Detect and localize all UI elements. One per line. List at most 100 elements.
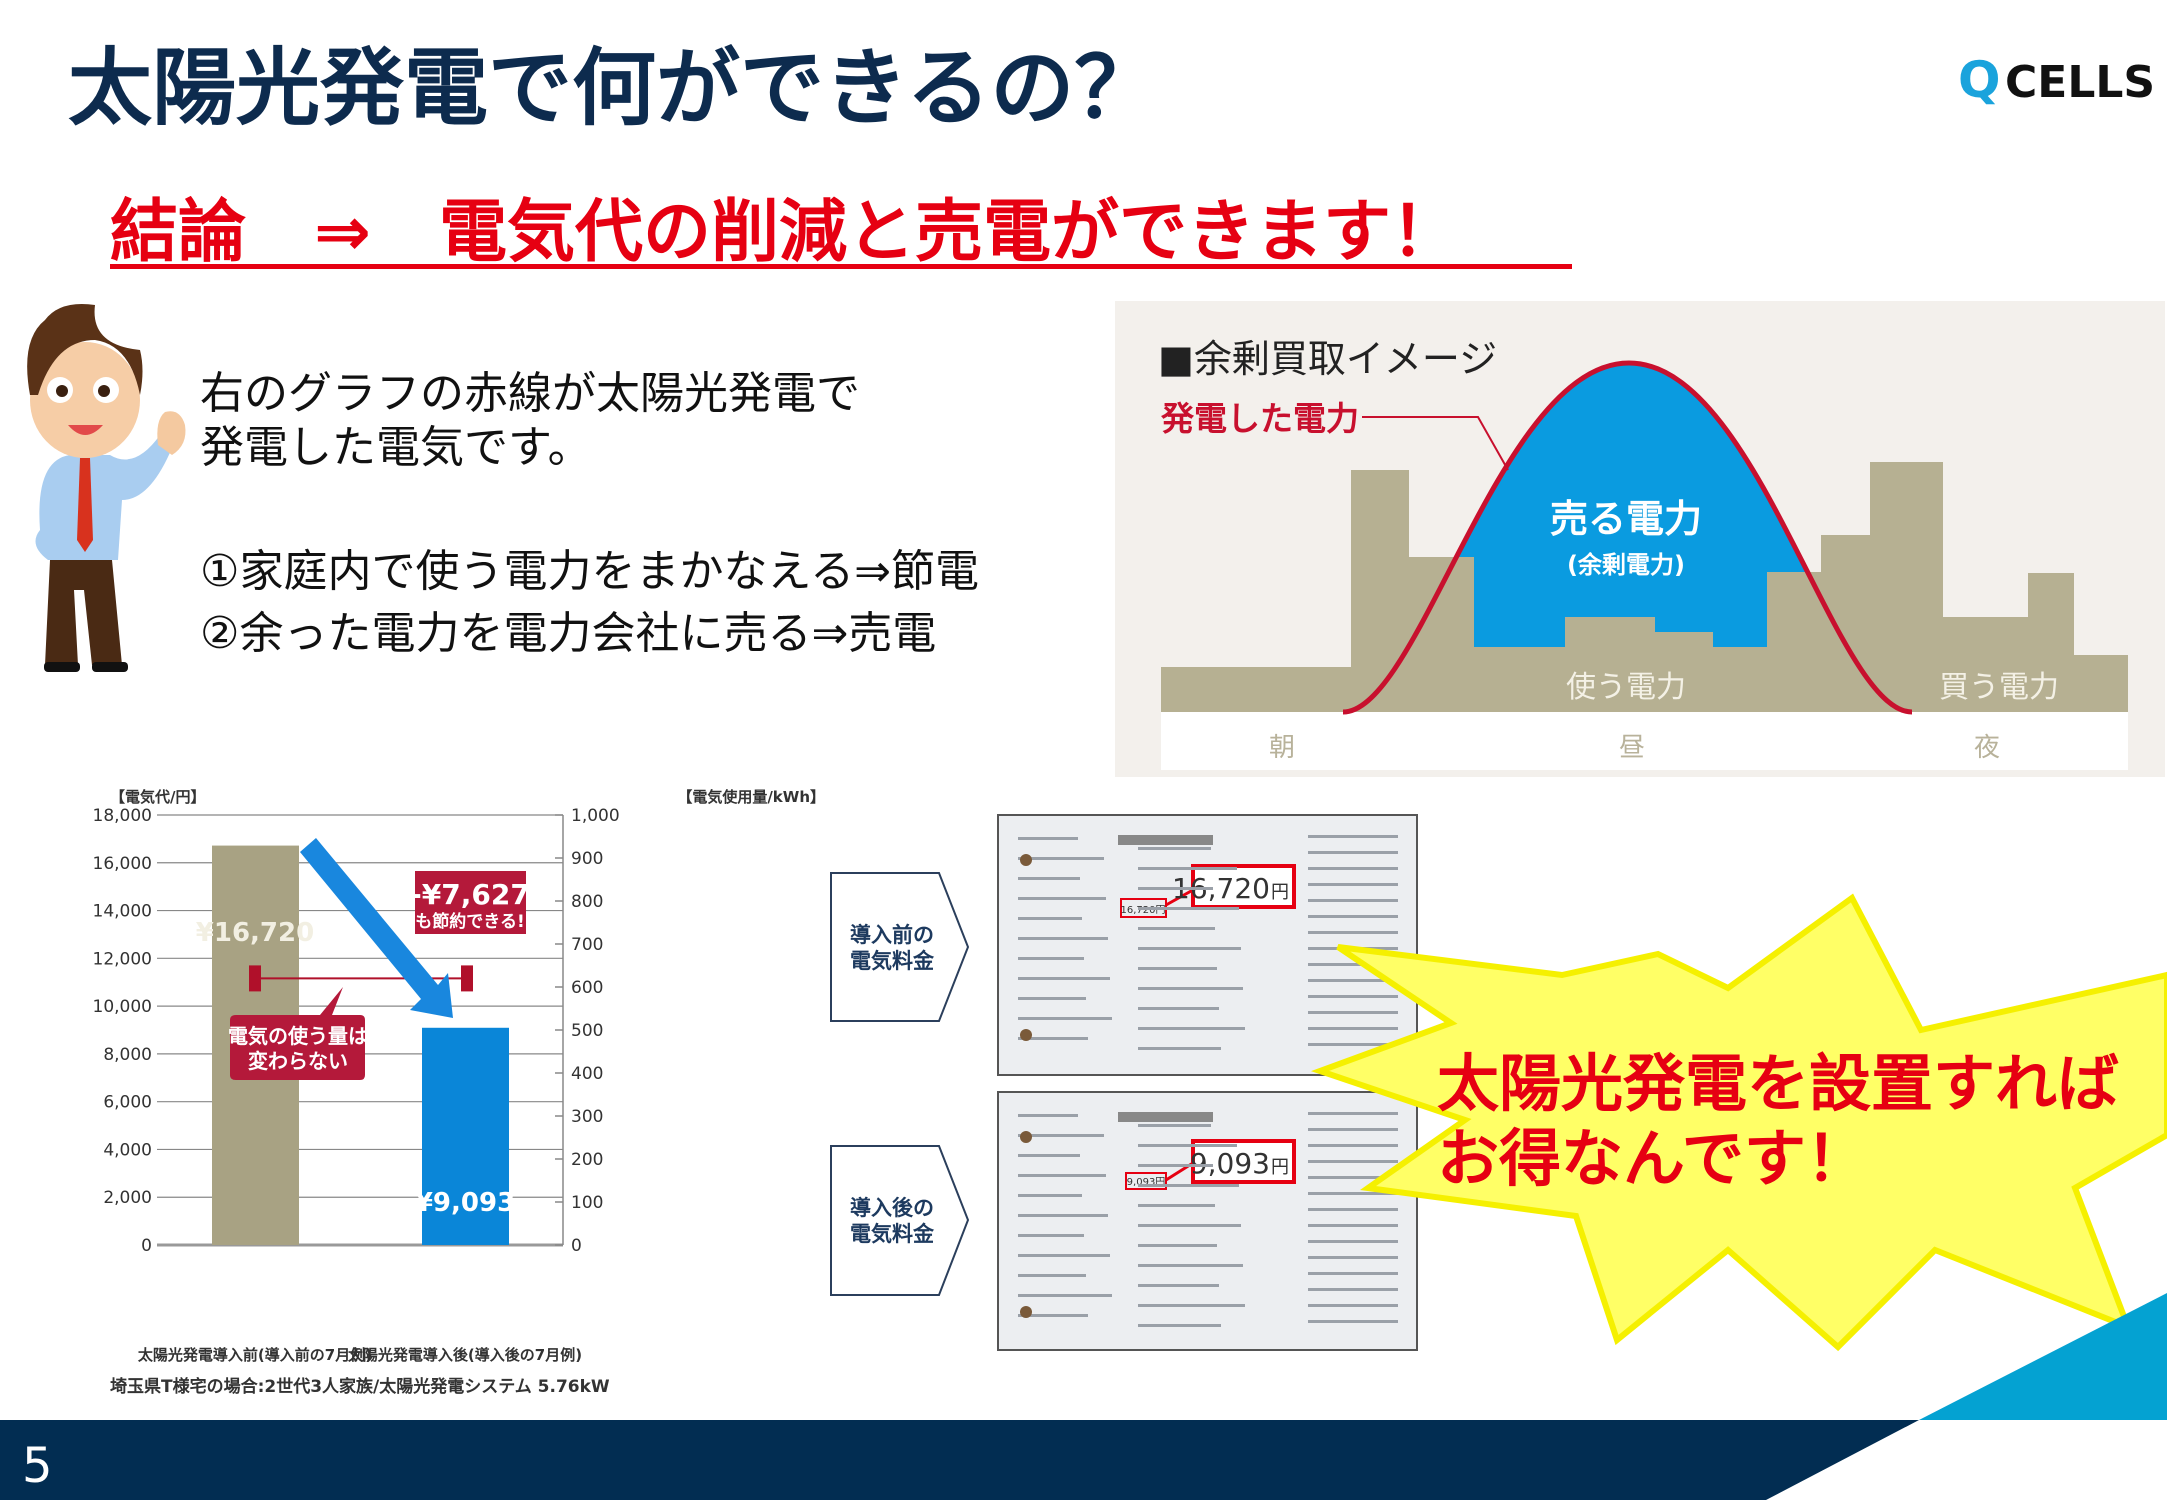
y-tick-label: 4,000 [103,1140,152,1160]
time-label-night: 夜 [1974,733,2000,763]
saving-amount: -¥7,627 [410,878,530,911]
bill-text-line [1308,1112,1398,1115]
bill-text-line [1138,1224,1241,1227]
starburst-shape [1310,893,2167,1352]
usage-note-line-2: 変わらない [248,1049,348,1073]
bill-text-line [1138,927,1215,930]
y-tick-label: 12,000 [93,949,152,969]
bill-text-line [1018,1294,1112,1297]
redacted-block [1118,1112,1213,1122]
decrease-arrow [300,838,453,1018]
y2-tick-label: 100 [571,1193,603,1213]
y2-tick-label: 1,000 [571,806,620,826]
y2-tick-label: 0 [571,1236,582,1256]
usage-step-bar [2028,573,2074,712]
bill-text-line [1308,1272,1398,1275]
bill-text-line [1018,1214,1108,1217]
bill-text-line [1018,997,1086,1000]
y2-tick-label: 800 [571,892,603,912]
bill-text-line [1138,1047,1221,1050]
bill-text-line [1018,877,1080,880]
bill-text-line [1308,931,1398,934]
bill-text-line [1018,1314,1088,1317]
generated-power-label: 発電した電力 [1161,399,1359,438]
bill-before: 16,720円 16,720 円 [997,814,1418,1076]
bill-punch-hole [1020,1131,1032,1143]
bill-text-line [1138,1324,1221,1327]
bar-value-label: ¥16,720 [196,918,314,948]
bill-text-line [1308,835,1398,838]
usage-step-bar [1870,462,1943,712]
bill-small-amount: 16,720円 [1121,905,1166,916]
bill-text-line [1018,1174,1106,1177]
category-label: 太陽光発電導入後(導入後の7月例) [348,1346,582,1364]
y2-tick-label: 300 [571,1107,603,1127]
bill-text-line [1018,1114,1078,1117]
businessman-illustration [27,304,186,672]
time-axis-band [1161,712,2128,770]
bill-text-line [1308,1208,1398,1211]
y2-tick-label: 200 [571,1150,603,1170]
slide-title: 太陽光発電で何ができるの？ [68,39,1158,137]
bill-text-line [1138,1164,1213,1167]
y-tick-label: 16,000 [93,854,152,874]
usage-power-bars [1161,462,2128,712]
usage-step-bar [1474,647,1565,712]
bill-punch-hole [1020,1306,1032,1318]
after-label-line-2: 電気料金 [850,1222,935,1246]
logo-q: Q [1958,51,2001,109]
qcells-logo: Q CELLS [1958,51,2155,109]
y-tick-label: 14,000 [93,902,152,922]
bar-value-label: ¥9,093 [415,1188,515,1218]
y-tick-label: 6,000 [103,1093,152,1113]
bill-yen: 円 [1271,1157,1289,1178]
left-axis-label: 【電気代/円】 [110,788,205,806]
bill-text-line [1138,967,1217,970]
bill-text-line [1308,1192,1398,1195]
bill-text-line [1308,851,1398,854]
right-axis-label: 【電気使用量/kWh】 [677,788,825,806]
usage-step-bar [1351,470,1409,712]
y-tick-label: 0 [141,1236,152,1256]
bill-text-line [1308,1256,1398,1259]
bill-text-line [1138,1244,1217,1247]
starburst-callout: 太陽光発電を設置すれば お得なんです！ [1310,893,2167,1352]
bill-text-line [1018,917,1082,920]
usage-marker [461,965,473,992]
bar [422,1027,509,1245]
bill-text-line [1138,1304,1245,1307]
usage-step-bar [1655,632,1713,712]
bill-text-line [1018,857,1104,860]
explanation-item-1: ①家庭内で使う電力をまかなえる⇒節電 [200,546,979,597]
bill-text-line [1308,995,1398,998]
conclusion-underline [110,264,1572,269]
bill-text-line [1018,837,1078,840]
bill-text-line [1308,899,1398,902]
bill-text-line [1018,1194,1082,1197]
y-tick-label: 2,000 [103,1188,152,1208]
usage-step-bar [1565,617,1655,712]
bill-text-line [1018,1274,1086,1277]
bill-text-line [1308,1144,1398,1147]
bill-text-line [1018,1134,1104,1137]
bill-text-line [1308,1128,1398,1131]
usage-step-bar [1943,617,2028,712]
explanation-line-1: 右のグラフの赤線が太陽光発電で [200,368,860,419]
bill-text-line [1308,883,1398,886]
sell-power-label: 売る電力 [1550,497,1702,541]
bill-text-line [1138,1027,1245,1030]
usage-step-bar [1409,557,1474,712]
bill-text-line [1308,867,1398,870]
bill-text-line [1308,1011,1398,1014]
bill-after: 9,093円 9,093 円 [997,1091,1418,1351]
arrow-label-after: 導入後の 電気料金 [830,1145,970,1296]
bill-text-line [1138,1204,1215,1207]
bill-text-line [1138,1007,1219,1010]
bill-text-line [1018,1154,1080,1157]
usage-step-bar [1713,647,1767,712]
bill-text-line [1308,1027,1398,1030]
page-number: 5 [22,1438,53,1494]
y2-tick-label: 600 [571,978,603,998]
bill-text-line [1018,1037,1088,1040]
callout-line-2: お得なんです！ [1437,1122,1868,1195]
